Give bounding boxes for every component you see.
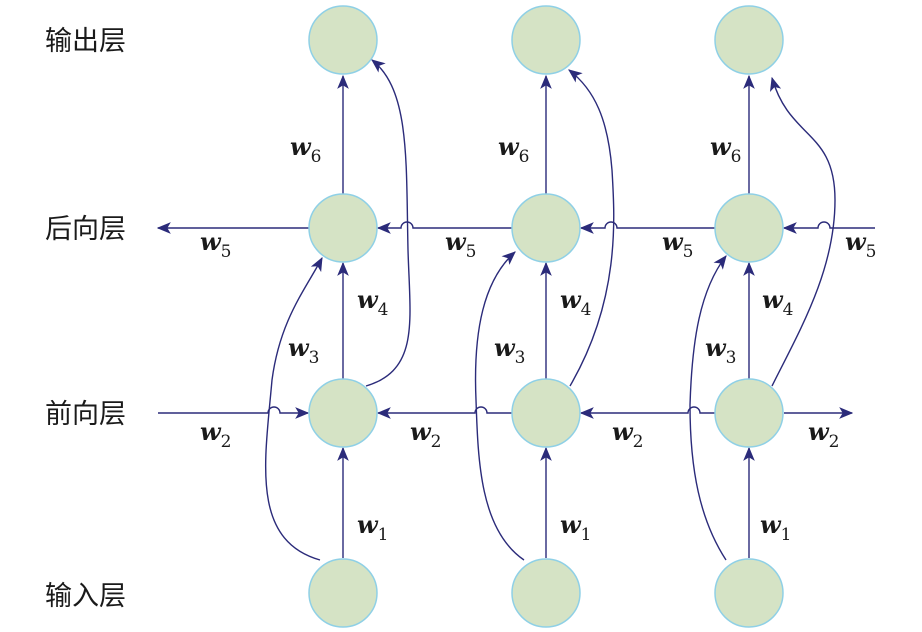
forward-layer-nodes	[308, 378, 784, 448]
weight-label-w4: w4	[357, 285, 389, 320]
weight-label-w6: w6	[498, 132, 530, 167]
input-layer-nodes	[308, 558, 784, 628]
output-node-1	[308, 5, 378, 75]
input-layer-label: 输入层	[45, 581, 126, 612]
weight-label-w1: w1	[760, 510, 792, 545]
weight-label-w5: w5	[445, 227, 477, 262]
weight-label-w2: w2	[410, 417, 442, 452]
weight-label-w6: w6	[710, 132, 742, 167]
backward-node-1	[308, 193, 378, 263]
weight-label-w2: w2	[612, 417, 644, 452]
weight-label-w3: w3	[288, 333, 320, 368]
input-to-backward-curves	[264, 251, 727, 561]
backward-node-2	[511, 193, 581, 263]
weight-label-w6: w6	[290, 132, 322, 167]
vertical-connections	[337, 74, 755, 558]
weight-label-w4: w4	[560, 285, 592, 320]
output-layer-label: 输出层	[45, 26, 126, 57]
output-node-3	[714, 5, 784, 75]
weight-label-w2: w2	[200, 417, 232, 452]
weight-label-w2: w2	[808, 417, 840, 452]
forward-node-3	[714, 378, 784, 448]
weight-label-w5: w5	[200, 227, 232, 262]
input-node-1	[308, 558, 378, 628]
input-node-3	[714, 558, 784, 628]
backward-node-3	[714, 193, 784, 263]
input-node-2	[511, 558, 581, 628]
weight-label-w1: w1	[560, 510, 592, 545]
backward-connections	[156, 221, 875, 234]
forward-node-2	[511, 378, 581, 448]
weight-label-w1: w1	[357, 510, 389, 545]
output-layer-nodes	[308, 5, 784, 75]
weight-label-w3: w3	[705, 333, 737, 368]
forward-to-output-curves	[365, 59, 836, 387]
backward-layer-label: 后向层	[45, 214, 126, 245]
forward-connections	[158, 406, 854, 419]
forward-layer-label: 前向层	[45, 399, 126, 430]
output-node-2	[511, 5, 581, 75]
weight-label-w5: w5	[662, 227, 694, 262]
forward-node-1	[308, 378, 378, 448]
weight-label-w5: w5	[845, 227, 877, 262]
weight-label-w3: w3	[494, 333, 526, 368]
weight-labels: w6 w6 w6 w5 w5 w5 w5 w4 w4 w4 w3 w3 w3 w…	[200, 132, 877, 545]
weight-label-w4: w4	[762, 285, 794, 320]
backward-layer-nodes	[308, 193, 784, 263]
